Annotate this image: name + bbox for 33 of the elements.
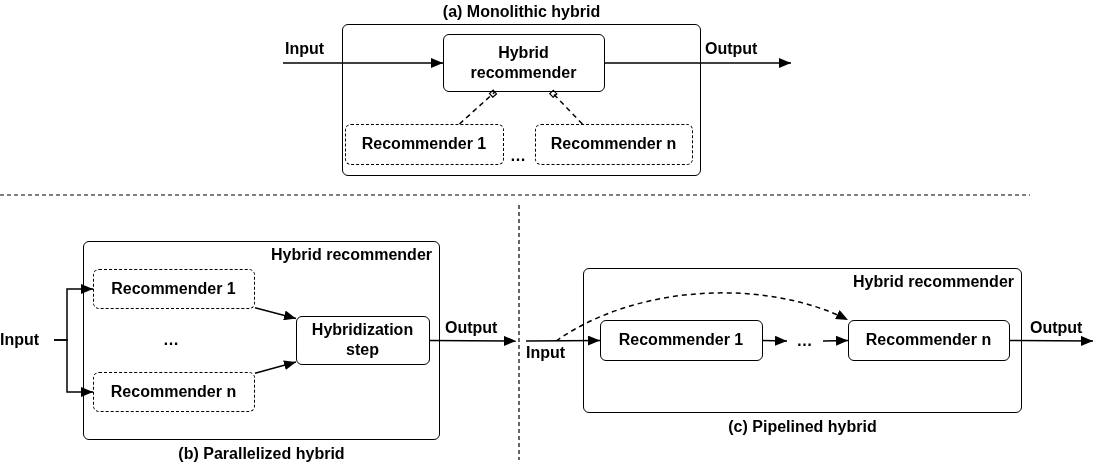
process-box: Hybridization step xyxy=(295,315,430,365)
dashed-process-box: Recommender n xyxy=(534,123,693,165)
flow-label: Output xyxy=(705,39,791,63)
container-title: Hybrid recommender xyxy=(271,245,432,265)
arrow xyxy=(429,335,517,346)
flow-label: Input xyxy=(283,39,337,63)
flow-label: Input xyxy=(526,341,578,363)
dashed-process-box: Recommender 1 xyxy=(344,123,504,165)
panel-caption: (a) Monolithic hybrid xyxy=(442,2,601,22)
flow-label: Output xyxy=(1030,318,1093,341)
container-title: Hybrid recommender xyxy=(853,272,1014,292)
arrow xyxy=(762,335,788,346)
arrow xyxy=(604,58,792,68)
arrow xyxy=(254,307,297,321)
ellipsis-text: … xyxy=(510,146,526,166)
arrow xyxy=(1009,335,1094,346)
panel-caption: (c) Pipelined hybrid xyxy=(728,417,877,437)
flow-label: Input xyxy=(0,329,54,351)
dashed-process-box: Recommender n xyxy=(92,371,255,412)
flow-label: … xyxy=(786,329,823,352)
process-box: Recommender 1 xyxy=(599,319,763,361)
arrow xyxy=(525,335,601,346)
arrow xyxy=(254,360,297,374)
ellipsis-text: … xyxy=(163,330,179,350)
arrow xyxy=(282,58,444,68)
dashed-process-box: Recommender 1 xyxy=(92,268,255,309)
arrow xyxy=(822,335,849,346)
process-box: Recommender n xyxy=(847,319,1010,361)
panel-caption: (b) Parallelized hybrid xyxy=(178,444,345,464)
arrow xyxy=(53,339,94,397)
flow-label: Output xyxy=(445,318,516,341)
process-box: Hybrid recommender xyxy=(442,33,605,92)
dashed-arrow xyxy=(555,292,849,342)
